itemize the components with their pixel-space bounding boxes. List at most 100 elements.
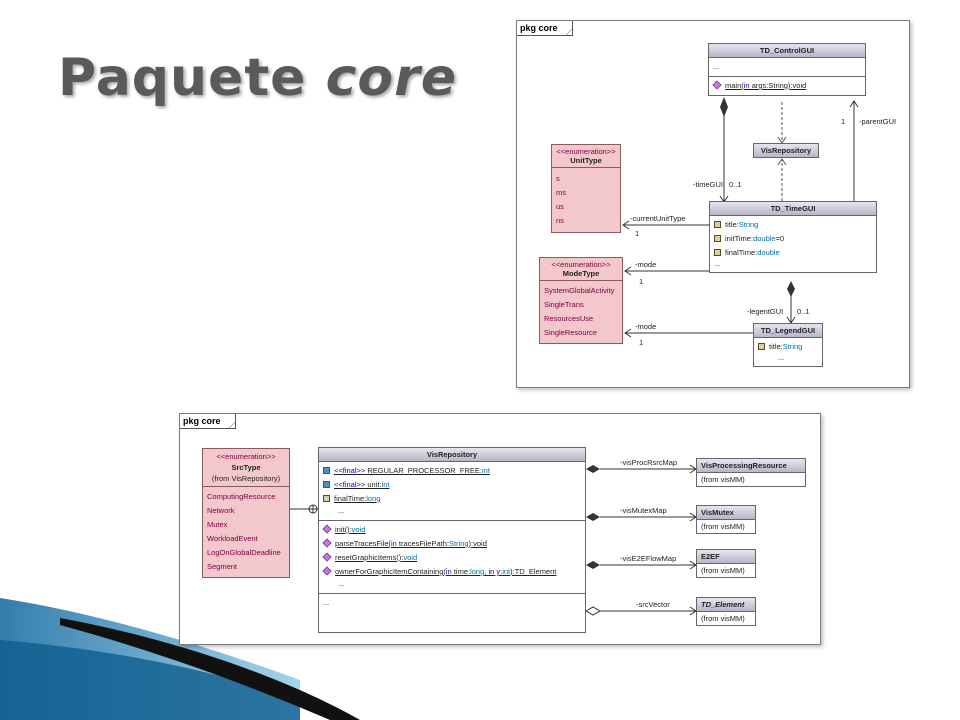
constant-field-icon: [323, 481, 330, 488]
diagram-top-frame: pkg core -timeGUI 0..1 1 -parentGUI -cur…: [516, 20, 910, 388]
field-lock-icon: [758, 343, 765, 350]
mode-mult-label-1: 1: [639, 277, 643, 286]
slide-title-italic: core: [325, 48, 458, 108]
e2ef-class[interactable]: E2EF (from visMM): [696, 549, 756, 578]
enum-literal: Network: [207, 506, 235, 515]
e2ef-from: (from visMM): [701, 566, 745, 575]
enum-literal: ms: [556, 188, 566, 197]
visrepository-extra: ...: [319, 594, 585, 612]
visrepository-attributes: <<final>> REGULAR_PROCESSOR_FREE:int <<f…: [319, 462, 585, 521]
parent-gui-role-label: -parentGUI: [859, 117, 896, 126]
td-legendgui-attr-title: title:String: [758, 340, 818, 354]
enum-literal: WorkloadEvent: [207, 534, 258, 543]
slide-title: Paquete core: [58, 48, 457, 108]
visrepository-class[interactable]: VisRepository <<final>> REGULAR_PROCESSO…: [318, 447, 586, 633]
enum-literal: SystemGlobalActivity: [544, 286, 615, 295]
srctype-enum[interactable]: <<enumeration>> SrcType (from VisReposit…: [202, 448, 290, 578]
mode-role-label-1: -mode: [635, 260, 656, 269]
unittype-header: <<enumeration>> UnitType: [552, 145, 620, 168]
td-controlgui-operations: main(in args:String):void: [709, 77, 865, 95]
visprocessingresource-class[interactable]: VisProcessingResource (from visMM): [696, 458, 806, 487]
slide-title-plain: Paquete: [58, 48, 307, 108]
visrepository-attr-unit: <<final>> unit:int: [323, 478, 581, 492]
constant-field-icon: [323, 467, 330, 474]
td-element-class[interactable]: TD_Element (from visMM): [696, 597, 756, 626]
field-lock-icon: [714, 235, 721, 242]
field-lock-icon: [714, 249, 721, 256]
current-unit-type-role-label: -currentUnitType: [630, 214, 685, 223]
td-controlgui-attributes: ...: [709, 58, 865, 77]
td-legendgui-class[interactable]: TD_LegendGUI title:String ...: [753, 323, 823, 367]
enum-literal: LogOnGlobalDeadline: [207, 548, 281, 557]
diagram-bottom-pkg-label: pkg core: [180, 414, 236, 429]
unittype-enum[interactable]: <<enumeration>> UnitType s ms us ns: [551, 144, 621, 233]
srctype-header: <<enumeration>> SrcType (from VisReposit…: [203, 449, 289, 487]
visrepository-ref-class[interactable]: VisRepository: [753, 143, 819, 158]
visrepository-attr-regular-processor-free: <<final>> REGULAR_PROCESSOR_FREE:int: [323, 464, 581, 478]
td-timegui-ellipsis: ...: [714, 259, 721, 268]
enum-literal: ComputingResource: [207, 492, 276, 501]
operation-icon: [322, 538, 332, 548]
td-timegui-attributes: title:String initTime:double=0 finalTime…: [710, 216, 876, 272]
visrepository-op-resetgraphicitems: resetGraphicItems():void: [322, 551, 581, 565]
visprocessingresource-from: (from visMM): [701, 475, 745, 484]
visrepository-op-init: init():void: [322, 523, 581, 537]
td-controlgui-op-main: main(in args:String):void: [712, 79, 861, 93]
td-legendgui-name: TD_LegendGUI: [754, 324, 822, 338]
td-element-from: (from visMM): [701, 614, 745, 623]
vis-mutex-map-label: -visMutexMap: [620, 506, 667, 515]
td-legendgui-attributes: title:String ...: [754, 338, 822, 366]
unittype-literals: s ms us ns: [552, 168, 620, 232]
field-lock-icon: [714, 221, 721, 228]
vismutex-class[interactable]: VisMutex (from visMM): [696, 505, 756, 534]
visprocessingresource-name: VisProcessingResource: [697, 459, 805, 473]
visrepository-bottom-ellipsis: ...: [323, 598, 330, 607]
enum-literal: us: [556, 202, 564, 211]
legend-gui-role-label: -legentGUI: [747, 307, 783, 316]
vis-e2e-flow-map-label: -visE2EFlowMap: [620, 554, 676, 563]
enum-literal: ResourcesUse: [544, 314, 594, 323]
diagram-top-pkg-label: pkg core: [517, 21, 573, 36]
mode-mult-label-2: 1: [639, 338, 643, 347]
visrepository-ops-ellipsis: ...: [338, 579, 345, 588]
diagram-bottom-connectors: -visProcRsrcMap -visMutexMap -visE2EFlow…: [290, 458, 697, 616]
td-timegui-attr-inittime: initTime:double=0: [714, 232, 872, 246]
modetype-enum[interactable]: <<enumeration>> ModeType SystemGlobalAct…: [539, 257, 623, 344]
current-unit-type-mult-label: 1: [635, 229, 639, 238]
visrepository-ref-name: VisRepository: [754, 144, 818, 157]
enum-literal: SingleTrans: [544, 300, 584, 309]
td-timegui-attr-title: title:String: [714, 218, 872, 232]
enum-literal: ns: [556, 216, 564, 225]
srctype-name: SrcType: [231, 463, 261, 472]
modetype-header: <<enumeration>> ModeType: [540, 258, 622, 281]
td-controlgui-class[interactable]: TD_ControlGUI ... main(in args:String):v…: [708, 43, 866, 96]
time-gui-mult-label: 0..1: [729, 180, 742, 189]
parent-gui-mult-label: 1: [841, 117, 845, 126]
td-controlgui-attr-ellipsis: ...: [713, 62, 720, 71]
modetype-name: ModeType: [562, 269, 600, 278]
src-vector-label: -srcVector: [636, 600, 670, 609]
enum-literal: Segment: [207, 562, 238, 571]
visrepository-op-parsetracesfile: parseTracesFile(in tracesFilePath:String…: [322, 537, 581, 551]
diagram-top-connectors: -timeGUI 0..1 1 -parentGUI -currentUnitT…: [622, 97, 896, 347]
e2ef-name: E2EF: [697, 550, 755, 564]
operation-icon: [322, 566, 332, 576]
visrepository-operations: init():void parseTracesFile(in tracesFil…: [319, 521, 585, 594]
operation-icon: [322, 524, 332, 534]
enum-literal: SingleResource: [544, 328, 597, 337]
time-gui-role-label: -timeGUI: [693, 180, 723, 189]
enum-literal: s: [556, 174, 560, 183]
visrepository-name: VisRepository: [319, 448, 585, 462]
td-timegui-attr-finaltime: finalTime:double: [714, 246, 872, 260]
td-timegui-name: TD_TimeGUI: [710, 202, 876, 216]
legend-gui-mult-label: 0..1: [797, 307, 810, 316]
composition-diamond: [720, 97, 728, 117]
td-element-name: TD_Element: [697, 598, 755, 612]
td-controlgui-name: TD_ControlGUI: [709, 44, 865, 58]
field-lock-icon: [323, 495, 330, 502]
vismutex-name: VisMutex: [697, 506, 755, 520]
operation-icon: [322, 552, 332, 562]
vismutex-from: (from visMM): [701, 522, 745, 531]
td-timegui-class[interactable]: TD_TimeGUI title:String initTime:double=…: [709, 201, 877, 273]
